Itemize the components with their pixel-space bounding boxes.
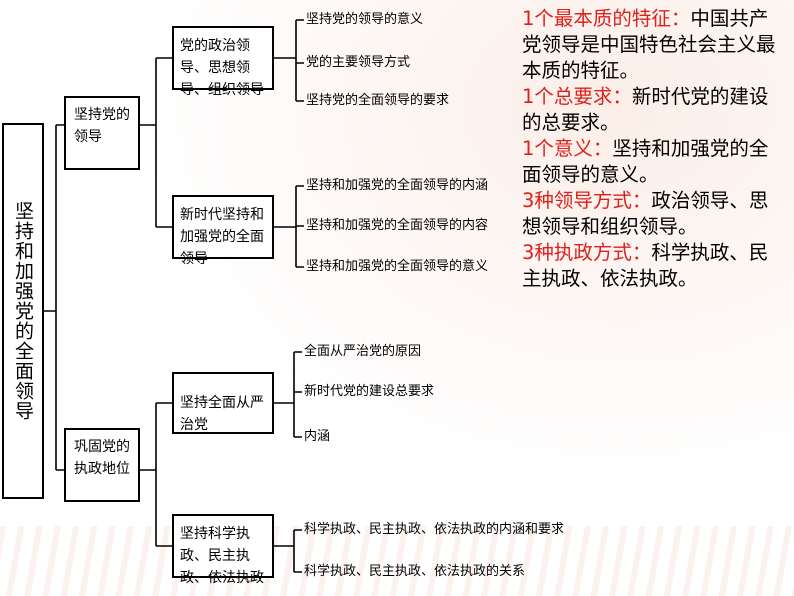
note-item: 3种领导方式：政治领导、思想领导和组织领导。 <box>522 188 784 240</box>
note-heading: 3种领导方式： <box>522 189 652 212</box>
note-item: 1个总要求：新时代党的建设的总要求。 <box>522 84 784 136</box>
note-heading: 1个意义： <box>522 137 613 160</box>
c1-leaf-connector <box>274 19 304 102</box>
note-text: 中国共产党领导是中国特色社会主义最本质的特征。 <box>522 7 776 82</box>
leaf-significance: 坚持党的领导的意义 <box>306 12 424 27</box>
leaf-inner-meaning: 内涵 <box>304 429 331 444</box>
note-heading: 3种执政方式： <box>522 241 652 264</box>
node-political-leadership: 党的政治领导、思想领导、组织领导 <box>172 26 274 98</box>
c4-leaf-connector <box>274 529 302 573</box>
leaf-connotation: 坚持和加强党的全面领导的内涵 <box>306 178 489 193</box>
note-item: 3种执政方式：科学执政、民主执政、依法执政。 <box>522 240 784 292</box>
branch2-connector <box>140 402 172 547</box>
branch1-connector <box>140 57 172 228</box>
leaf-governance-relationship: 科学执政、民主执政、依法执政的关系 <box>304 564 526 579</box>
root-node: 坚持和加强党的全面领导 <box>2 123 44 499</box>
leaf-requirements: 坚持党的全面领导的要求 <box>306 93 450 108</box>
note-heading: 1个总要求： <box>522 85 632 108</box>
summary-notes: 1个最本质的特征：中国共产党领导是中国特色社会主义最本质的特征。 1个总要求：新… <box>522 6 784 292</box>
leaf-leadership-methods: 党的主要领导方式 <box>306 55 411 70</box>
note-text: 新时代党的建设的总要求。 <box>522 85 769 134</box>
node-scientific-governance: 坚持科学执政、民主执政、依法执政 <box>172 514 274 586</box>
node-strict-governance: 坚持全面从严治党 <box>172 372 274 434</box>
leaf-governance-requirements: 科学执政、民主执政、依法执政的内涵和要求 <box>304 522 565 537</box>
note-heading: 1个最本质的特征： <box>522 7 691 30</box>
note-text: 坚持和加强党的全面领导的意义。 <box>522 137 769 186</box>
c3-leaf-connector <box>274 351 302 438</box>
node-new-era-leadership: 新时代坚持和加强党的全面领导 <box>172 195 274 267</box>
c2-leaf-connector <box>274 185 304 268</box>
background-stripes <box>0 526 794 596</box>
note-item: 1个意义：坚持和加强党的全面领导的意义。 <box>522 136 784 188</box>
leaf-meaning: 坚持和加强党的全面领导的意义 <box>306 259 489 274</box>
branch-party-leadership: 坚持党的领导 <box>64 96 140 170</box>
note-text: 科学执政、民主执政、依法执政。 <box>522 241 769 290</box>
note-item: 1个最本质的特征：中国共产党领导是中国特色社会主义最本质的特征。 <box>522 6 784 84</box>
leaf-content: 坚持和加强党的全面领导的内容 <box>306 218 489 233</box>
root-connector <box>44 124 64 471</box>
branch-ruling-position: 巩固党的执政地位 <box>64 428 140 502</box>
leaf-general-requirement: 新时代党的建设总要求 <box>304 384 435 399</box>
leaf-reasons: 全面从严治党的原因 <box>304 344 422 359</box>
note-text: 政治领导、思想领导和组织领导。 <box>522 189 769 238</box>
